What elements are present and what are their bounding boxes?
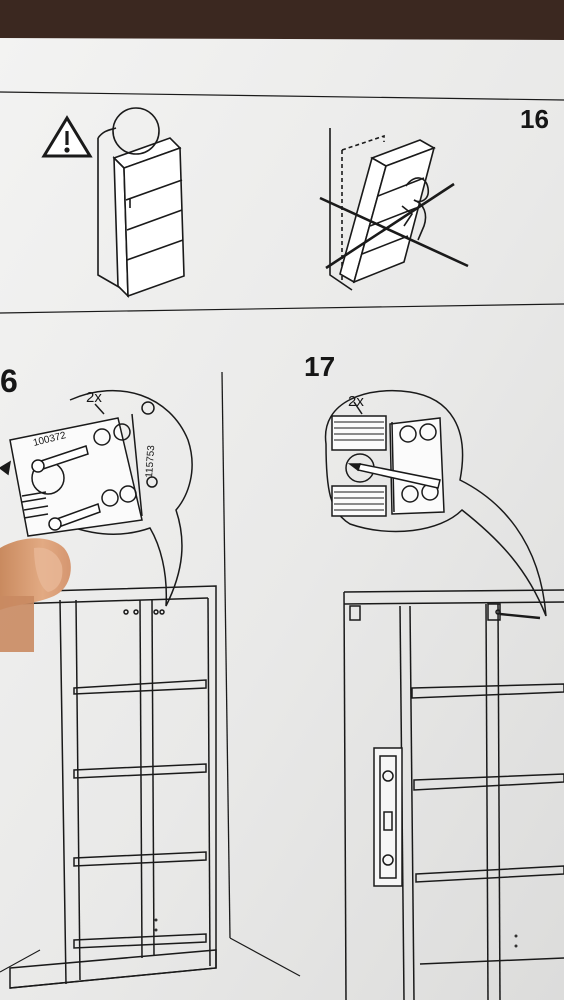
- step-16-number: 6: [0, 363, 18, 399]
- warning-triangle-icon: [41, 115, 93, 158]
- no-lean-illustration: [319, 128, 469, 291]
- pencil-icon: [347, 463, 441, 489]
- step-17-number: 17: [304, 351, 335, 382]
- step-16-qty: 2x: [86, 389, 102, 406]
- step-17-bookcase: [343, 589, 564, 1000]
- spirit-level-icon: [373, 747, 403, 887]
- step-17-callout: [324, 389, 547, 617]
- finger: [0, 538, 71, 652]
- corner-mark: 16: [520, 104, 549, 134]
- step-16-code-b: 115753: [144, 444, 157, 478]
- step-16-callout: [0, 389, 193, 607]
- step-16-bookcase: [9, 585, 217, 989]
- warning-illustration: [41, 107, 185, 298]
- prohibited-cross-icon: [319, 182, 469, 270]
- step-17-qty: 2x: [348, 393, 364, 410]
